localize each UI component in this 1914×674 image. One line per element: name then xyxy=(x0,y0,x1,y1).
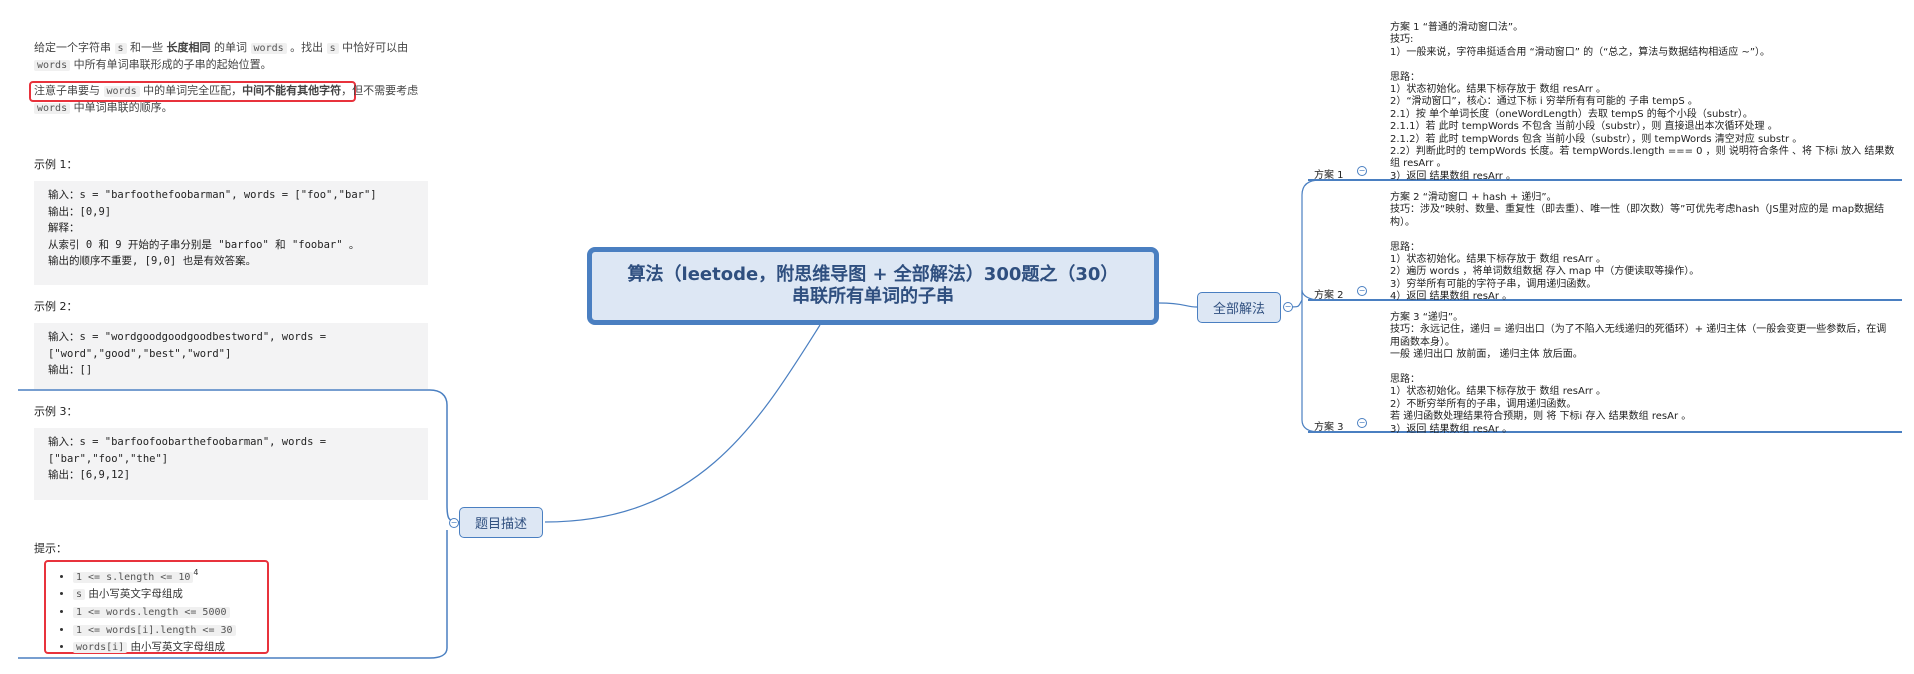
highlight-box-hints xyxy=(44,560,269,654)
minus-circle-icon[interactable]: − xyxy=(1283,302,1293,312)
text: 中恰好可以由 xyxy=(338,41,409,54)
example-3-title: 示例 3： xyxy=(34,405,78,418)
example-1-title: 示例 1： xyxy=(34,158,78,171)
link-problem-fan-bottom xyxy=(18,530,448,659)
text: ，但不需要考虑 xyxy=(341,84,419,97)
branch-problem-description[interactable]: 题目描述 xyxy=(459,507,543,538)
hint-item: 1 <= words[i].length <= 30 xyxy=(73,622,236,640)
link-solutions-3 xyxy=(1301,307,1321,433)
branch-all-solutions-label: 全部解法 xyxy=(1212,302,1265,317)
root-topic[interactable]: 算法（leetode，附思维导图 + 全部解法）300题之（30）串联所有单词的… xyxy=(587,247,1159,325)
inline-code: s xyxy=(114,43,127,54)
inline-code: s xyxy=(73,589,86,601)
bold-text: 中间不能有其他字符 xyxy=(242,84,342,97)
link-solutions-fan xyxy=(1289,179,1321,308)
text: 中的单词完全匹配， xyxy=(139,84,243,97)
inline-code: 1 <= words.length <= 5000 xyxy=(73,606,230,618)
text: 由小写英文字母组成 xyxy=(85,588,183,601)
hints-title: 提示： xyxy=(34,542,67,555)
text: 由小写英文字母组成 xyxy=(127,641,226,654)
inline-code: words xyxy=(250,43,287,54)
superscript: 4 xyxy=(193,568,199,577)
branch-all-solutions[interactable]: 全部解法 xyxy=(1197,292,1281,323)
text: 的单词 xyxy=(210,41,251,54)
inline-code: 1 <= words[i].length <= 30 xyxy=(73,624,236,636)
hint-item: s 由小写英文字母组成 xyxy=(73,586,236,604)
minus-circle-icon[interactable]: − xyxy=(1357,166,1367,176)
inline-code: 1 <= s.length <= 10 xyxy=(73,571,194,583)
solution-1-label[interactable]: 方案 1 xyxy=(1314,170,1344,181)
solution-1-note: 方案 1 “普通的滑动窗口法”。 技巧: 1）一般来说，字符串挺适合用 “滑动窗… xyxy=(1390,22,1895,182)
problem-statement: 给定一个字符串 s 和一些 长度相同 的单词 words 。找出 s 中恰好可以… xyxy=(34,40,419,74)
text: 给定一个字符串 xyxy=(34,41,115,54)
example-2-title: 示例 2： xyxy=(34,300,78,313)
text: 中单词串联的顺序。 xyxy=(70,101,173,114)
text: 注意子串要与 xyxy=(34,84,104,97)
solution-2-note: 方案 2 “滑动窗口 + hash + 递归”。 技巧：涉及“映射、数量、重复性… xyxy=(1390,192,1885,303)
inline-code: words xyxy=(34,60,71,71)
inline-code: s xyxy=(326,43,339,54)
branch-problem-label: 题目描述 xyxy=(474,517,527,532)
inline-code: words xyxy=(103,86,140,97)
root-title: 算法（leetode，附思维导图 + 全部解法）300题之（30）串联所有单词的… xyxy=(627,264,1119,307)
solution-2-label[interactable]: 方案 2 xyxy=(1314,290,1344,301)
link-root-problem xyxy=(544,324,821,523)
hint-item: words[i] 由小写英文字母组成 xyxy=(73,639,236,657)
link-root-solutions xyxy=(1158,302,1198,308)
hints-list: 1 <= s.length <= 104 s 由小写英文字母组成 1 <= wo… xyxy=(47,565,236,657)
text: 中所有单词串联形成的子串的起始位置。 xyxy=(70,58,272,71)
text: 。找出 xyxy=(286,41,327,54)
problem-note: 注意子串要与 words 中的单词完全匹配，中间不能有其他字符，但不需要考虑 w… xyxy=(34,83,424,117)
inline-code: words xyxy=(34,103,71,114)
solution-3-label[interactable]: 方案 3 xyxy=(1314,422,1344,433)
example-3-code: 输入：s = "barfoofoobarthefoobarman", words… xyxy=(34,428,428,500)
inline-code: words[i] xyxy=(73,642,128,654)
minus-circle-icon[interactable]: − xyxy=(449,518,459,528)
minus-circle-icon[interactable]: − xyxy=(1357,418,1367,428)
hint-item: 1 <= s.length <= 104 xyxy=(73,565,236,586)
hint-item: 1 <= words.length <= 5000 xyxy=(73,604,236,622)
solution-3-note: 方案 3 “递归”。 技巧：永远记住，递归 = 递归出口（为了不陷入无线递归的死… xyxy=(1390,312,1887,435)
highlight-box-note xyxy=(29,81,356,102)
minus-circle-icon[interactable]: − xyxy=(1357,286,1367,296)
example-1-code: 输入：s = "barfoothefoobarman", words = ["f… xyxy=(34,181,428,285)
text: 和一些 xyxy=(126,41,167,54)
example-2-code: 输入：s = "wordgoodgoodgoodbestword", words… xyxy=(34,323,428,389)
bold-text: 长度相同 xyxy=(166,41,211,54)
